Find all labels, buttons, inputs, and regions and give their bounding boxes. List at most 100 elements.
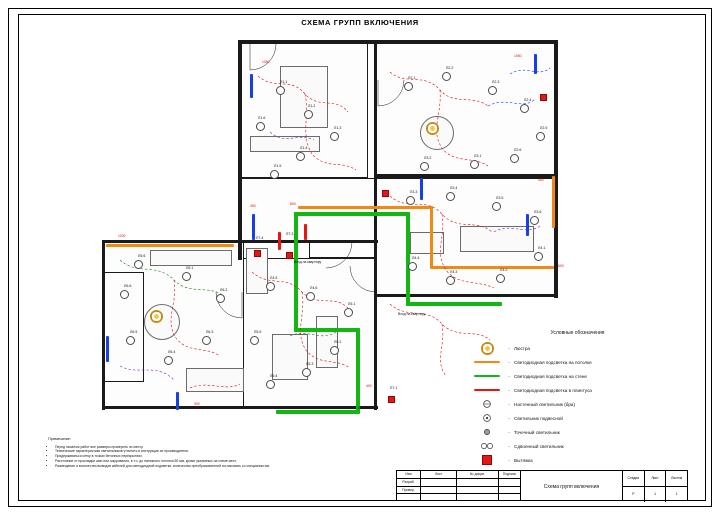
stage-label: Стадия bbox=[623, 471, 645, 486]
ceiling-light-icon bbox=[182, 272, 191, 281]
ceiling-light-icon bbox=[446, 192, 455, 201]
note-line: Размещение и количество выводов кабелей … bbox=[55, 464, 378, 469]
led-strip-red bbox=[304, 224, 307, 240]
ceiling-light-icon bbox=[266, 282, 275, 291]
wall-lamp-icon bbox=[470, 399, 504, 409]
extract-fan-icon bbox=[286, 252, 293, 259]
led-strip-green bbox=[276, 410, 360, 414]
floor-plan: Л1.1 Л1.2 Л1.3 Л1.4 Л1.5 Л1.6 Л2.1 Л2.2 … bbox=[90, 36, 610, 426]
title-block-cell bbox=[457, 479, 498, 487]
wall-segment bbox=[554, 40, 558, 298]
wall-segment bbox=[374, 40, 377, 410]
dimension-label: 1050 bbox=[262, 60, 270, 64]
extract-fan-icon bbox=[254, 250, 261, 257]
title-block-cell bbox=[421, 494, 456, 502]
led-strip-blue bbox=[534, 54, 537, 74]
circuit-label: Л1.6 bbox=[258, 116, 266, 120]
legend-dash: - bbox=[508, 415, 510, 421]
legend-label: Настенный светильник (бра) bbox=[514, 401, 576, 407]
chandelier-icon bbox=[470, 341, 504, 355]
extract-fan-icon bbox=[388, 396, 395, 403]
extract-fan-icon bbox=[382, 190, 389, 197]
wall-segment bbox=[376, 294, 558, 297]
led-strip-blue bbox=[252, 214, 255, 240]
ceiling-light-icon bbox=[276, 86, 285, 95]
circuit-label: Л4.3 bbox=[450, 270, 458, 274]
led-strip-orange bbox=[552, 176, 555, 228]
dimension-label: 900 bbox=[194, 402, 200, 406]
ceiling-light-icon bbox=[202, 336, 211, 345]
ceiling-light-icon bbox=[536, 132, 545, 141]
legend-item-spot: - Точечный светильник bbox=[470, 425, 685, 439]
entry-note: Вход на квартиру bbox=[294, 260, 322, 264]
legend-dash: - bbox=[508, 387, 510, 393]
note-line: Расстояние от прокладки шин или шкурован… bbox=[55, 459, 378, 464]
legend-dash: - bbox=[508, 373, 510, 379]
sheet-border-outer bbox=[8, 8, 712, 507]
circuit-label: Л5.1 bbox=[348, 302, 356, 306]
led-strip-green bbox=[406, 212, 410, 306]
circuit-label: Л1.4 bbox=[300, 146, 308, 150]
sheets-label: Листов bbox=[671, 476, 683, 481]
pendant-lamp-icon bbox=[470, 413, 504, 423]
legend-item-chandelier: - Люстра bbox=[470, 341, 685, 355]
legend-label: Светодиодная подсветка в плинтуса bbox=[514, 387, 592, 393]
led-strip-blue bbox=[526, 214, 529, 236]
led-strip-blue bbox=[176, 392, 179, 410]
furniture-sofa bbox=[460, 226, 534, 252]
ceiling-light-icon bbox=[534, 252, 543, 261]
drawing-title: Схема групп включения bbox=[543, 483, 600, 490]
title-block-drawing-name: Схема групп включения bbox=[521, 471, 623, 500]
circuit-label: Л1.3 bbox=[334, 126, 342, 130]
ceiling-light-icon bbox=[520, 104, 529, 113]
chandelier-icon bbox=[426, 122, 439, 135]
sheet-border-inner bbox=[18, 14, 706, 501]
dimension-label: 450 bbox=[250, 204, 256, 208]
circuit-label: Л6.4 bbox=[168, 350, 176, 354]
wall-segment bbox=[238, 40, 242, 260]
title-block-cell bbox=[499, 479, 520, 487]
legend-item-led-skirting: - Светодиодная подсветка в плинтуса bbox=[470, 383, 685, 397]
title-block-cell: № докум. bbox=[457, 471, 498, 479]
circuit-label: Л3.6 bbox=[534, 210, 542, 214]
room-bedroom-right bbox=[376, 42, 556, 178]
circuit-label: Л4.4 bbox=[412, 256, 420, 260]
circuit-label: Л1.2 bbox=[308, 104, 316, 108]
led-strip-green bbox=[406, 302, 502, 306]
wall-segment bbox=[102, 406, 378, 409]
circuit-label: Л2.1 bbox=[408, 76, 416, 80]
sheets-value: 1 bbox=[675, 492, 678, 497]
title-block-col-doc: № докум. bbox=[457, 471, 499, 500]
ceiling-light-icon bbox=[216, 294, 225, 303]
legend-label: Сдвоенный светильник bbox=[514, 443, 564, 449]
circuit-label: Л6.6 bbox=[124, 284, 132, 288]
page-title: СХЕМА ГРУПП ВКЛЮЧЕНИЯ bbox=[301, 18, 419, 27]
circuit-label: Л3.2 bbox=[424, 156, 432, 160]
title-block-cell bbox=[499, 487, 520, 495]
note-line: Технические характеристики светильников … bbox=[55, 449, 378, 454]
legend-label: Люстра bbox=[514, 345, 530, 351]
circuit-label: Л4.6 bbox=[310, 286, 318, 290]
led-strip-green bbox=[356, 328, 360, 412]
circuit-label: Л2.4 bbox=[524, 98, 532, 102]
circuit-label: Л1.5 bbox=[274, 164, 282, 168]
title-block-stage-headers: Стадия Лист Листов bbox=[623, 471, 687, 487]
legend-item-pendant: - Светильник подвесной bbox=[470, 411, 685, 425]
dimension-label: 400 bbox=[366, 384, 372, 388]
ceiling-light-icon bbox=[250, 336, 259, 345]
circuit-label: Л5.4 bbox=[270, 374, 278, 378]
ceiling-light-icon bbox=[446, 276, 455, 285]
circuit-label: Л7.1 bbox=[390, 386, 398, 390]
legend: Условные обозначения - Люстра - Светодио… bbox=[470, 330, 685, 467]
circuit-label: Л7.2 bbox=[358, 406, 366, 410]
ceiling-light-icon bbox=[164, 356, 173, 365]
ceiling-light-icon bbox=[266, 380, 275, 389]
led-strip-blue bbox=[106, 336, 109, 362]
ceiling-light-icon bbox=[420, 162, 429, 171]
wall-segment bbox=[376, 174, 558, 177]
legend-label: Светодиодная подсветка на стене bbox=[514, 373, 587, 379]
furniture-bed bbox=[280, 66, 328, 128]
circuit-label: Л3.5 bbox=[496, 196, 504, 200]
circuit-label: Л5.6 bbox=[138, 254, 146, 258]
sheet-label: Лист bbox=[645, 471, 667, 486]
